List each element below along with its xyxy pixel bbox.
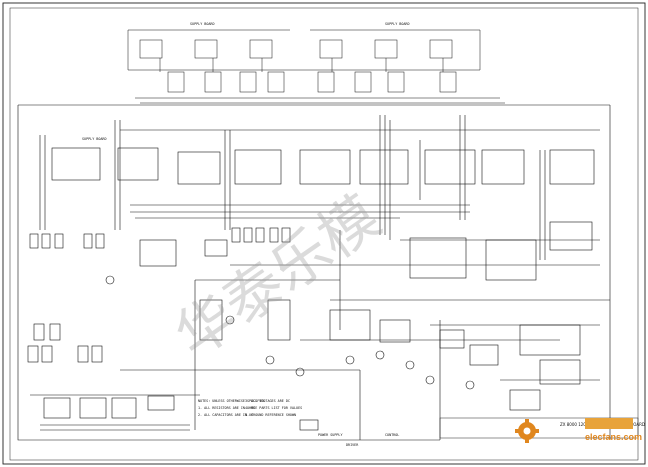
drawing-frame xyxy=(9,7,639,461)
site-logo-text: elecfans.com xyxy=(585,432,642,442)
note-line: 2. ALL CAPACITORS ARE IN UF xyxy=(198,413,253,417)
note-line: NOTES: UNLESS OTHERWISE SPECIFIED xyxy=(198,399,265,403)
bottom-label-driver: DRIVER xyxy=(346,443,359,447)
mid-header: SUPPLY BOARD xyxy=(82,137,107,141)
gear-logo-icon xyxy=(515,419,539,443)
note-line: 4. SEE PARTS LIST FOR VALUES xyxy=(245,406,302,410)
title-block-box xyxy=(439,417,639,439)
watermark-text: 华泰乐模 xyxy=(163,182,392,371)
top-right-header: SUPPLY BOARD xyxy=(385,22,410,26)
ic-row-blocks xyxy=(51,147,595,281)
left-connectors xyxy=(27,227,291,363)
note-line: 3. ALL VOLTAGES ARE DC xyxy=(245,399,290,403)
site-logo: elecfans.com xyxy=(515,418,642,443)
lower-logic-section xyxy=(105,275,581,431)
note-line: 1. ALL RESISTORS ARE IN OHMS xyxy=(198,406,255,410)
top-supply-section xyxy=(127,29,505,104)
logo-badge xyxy=(585,418,633,429)
rectifier-blocks xyxy=(40,395,190,431)
bottom-label-control: CONTROL xyxy=(385,433,399,437)
top-left-header: SUPPLY BOARD xyxy=(190,22,215,26)
watermark: 华泰乐模 xyxy=(163,182,392,371)
note-line: 5. GROUND REFERENCE SHOWN xyxy=(245,413,296,417)
bottom-bus-label: POWER SUPPLY xyxy=(318,433,343,437)
notes-block: NOTES: UNLESS OTHERWISE SPECIFIED 1. ALL… xyxy=(198,399,302,417)
